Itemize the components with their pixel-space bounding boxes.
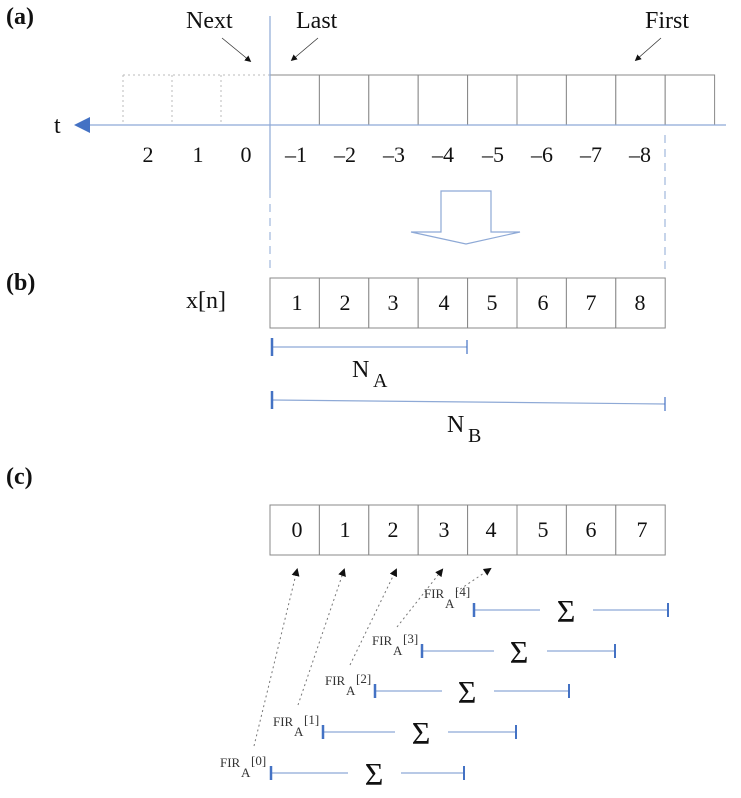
down-arrow-icon <box>410 190 521 245</box>
svg-text:FIR: FIR <box>325 673 346 688</box>
panel-label-a: (a) <box>6 4 34 30</box>
coeff-pointer-arrows <box>253 567 492 747</box>
svg-text:7: 7 <box>637 517 648 542</box>
future-cells <box>122 74 270 125</box>
svg-text:Σ: Σ <box>365 756 384 792</box>
svg-text:N: N <box>447 412 464 438</box>
svg-text:Σ: Σ <box>458 674 477 710</box>
svg-text:A: A <box>346 683 356 698</box>
svg-text:A: A <box>393 643 403 658</box>
svg-text:–1: –1 <box>284 142 307 167</box>
svg-text:6: 6 <box>538 290 549 315</box>
svg-text:[1]: [1] <box>304 712 319 727</box>
fir-row-2: FIR A [2] Σ <box>325 671 570 710</box>
svg-text:3: 3 <box>388 290 399 315</box>
svg-text:8: 8 <box>635 290 646 315</box>
svg-text:–7: –7 <box>579 142 602 167</box>
svg-text:[0]: [0] <box>251 753 266 768</box>
svg-text:1: 1 <box>340 517 351 542</box>
svg-text:1: 1 <box>193 142 204 167</box>
axis-arrow-icon <box>74 117 90 133</box>
svg-text:–4: –4 <box>431 142 454 167</box>
panel-label-c: (c) <box>6 464 33 490</box>
fir-row-4: FIR A [4] Σ <box>424 584 669 629</box>
svg-text:[3]: [3] <box>403 631 418 646</box>
svg-text:2: 2 <box>340 290 351 315</box>
svg-text:–5: –5 <box>481 142 504 167</box>
svg-text:7: 7 <box>586 290 597 315</box>
svg-text:5: 5 <box>487 290 498 315</box>
svg-text:A: A <box>294 724 304 739</box>
svg-text:[4]: [4] <box>455 584 470 599</box>
svg-text:1: 1 <box>292 290 303 315</box>
svg-text:–6: –6 <box>530 142 553 167</box>
fir-row-3: FIR A [3] Σ <box>372 631 616 670</box>
svg-text:2: 2 <box>388 517 399 542</box>
svg-text:FIR: FIR <box>273 714 294 729</box>
svg-text:–8: –8 <box>628 142 651 167</box>
pointer-first-label: First <box>645 8 689 34</box>
svg-text:2: 2 <box>143 142 154 167</box>
pointer-next-label: Next <box>186 8 233 34</box>
svg-text:Σ: Σ <box>557 593 576 629</box>
svg-text:5: 5 <box>538 517 549 542</box>
pointer-last-label: Last <box>296 8 338 34</box>
svg-text:FIR: FIR <box>424 586 445 601</box>
svg-text:Σ: Σ <box>510 634 529 670</box>
axis-label-t: t <box>54 113 61 139</box>
svg-text:B: B <box>468 425 481 447</box>
svg-text:4: 4 <box>439 290 450 315</box>
span-nb: N B <box>270 391 666 447</box>
svg-text:N: N <box>352 357 369 383</box>
svg-text:FIR: FIR <box>372 633 393 648</box>
svg-text:A: A <box>241 765 251 780</box>
svg-text:[2]: [2] <box>356 671 371 686</box>
svg-text:A: A <box>373 370 388 392</box>
buffer-cells <box>269 74 716 126</box>
svg-text:0: 0 <box>292 517 303 542</box>
panel-label-b: (b) <box>6 270 35 296</box>
span-na: N A <box>270 338 468 392</box>
fir-row-1: FIR A [1] Σ <box>273 712 517 751</box>
xn-array: 1 2 3 4 5 6 7 8 <box>269 277 666 329</box>
fir-row-0: FIR A [0] Σ <box>220 753 465 792</box>
svg-text:6: 6 <box>586 517 597 542</box>
svg-text:A: A <box>445 596 455 611</box>
svg-text:–2: –2 <box>333 142 356 167</box>
svg-text:3: 3 <box>439 517 450 542</box>
array-label-xn: x[n] <box>186 288 226 314</box>
coeff-array: 0 1 2 3 4 5 6 7 <box>269 504 666 556</box>
svg-text:0: 0 <box>241 142 252 167</box>
svg-text:4: 4 <box>486 517 497 542</box>
svg-text:–3: –3 <box>382 142 405 167</box>
svg-text:Σ: Σ <box>412 715 431 751</box>
svg-text:FIR: FIR <box>220 755 241 770</box>
time-labels: 2 1 0 –1 –2 –3 –4 –5 –6 –7 –8 <box>143 142 652 167</box>
pointer-arrows <box>221 37 662 63</box>
